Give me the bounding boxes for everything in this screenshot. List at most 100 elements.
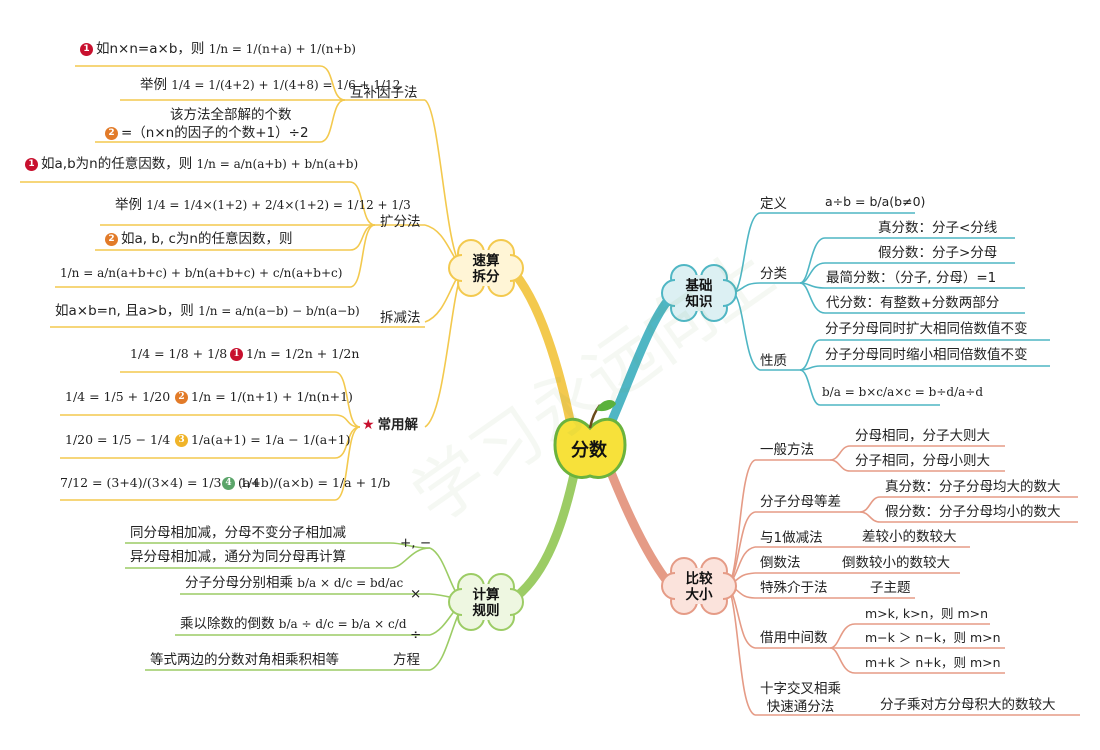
cmp-cross-label-2: 快速通分法 [766,699,835,715]
expand-item-3-text: 如a, b, c为n的任意因数，则 [121,231,293,247]
badge-4: 4 [222,477,235,490]
cmp-eqdiff-item-2: 假分数：分子分母均小的数大 [885,504,1061,520]
calc-div-text: 乘以除数的倒数 [180,616,275,632]
expand-item-4-formula: 1/n = a/n(a+b+c) + b/n(a+b+c) + c/n(a+b+… [60,266,343,280]
badge-1: 1 [25,157,38,171]
cmp-between-item: 子主题 [870,580,911,596]
basic-prop-item-2: 分子分母同时缩小相同倍数值不变 [825,347,1028,363]
node-speed-label: 速算 拆分 [466,253,506,285]
calc-div-label: ÷ [410,627,422,643]
complement-item-1-formula: 1/n = 1/(n+a) + 1/(n+b) [208,42,356,56]
root-label: 分数 [571,440,607,461]
basic-cls-label: 分类 [760,266,787,282]
node-calc-line1: 计算 [472,587,500,603]
subtract-item-1-text: 如a×b=n, 且a>b，则 [55,303,194,319]
expand-item-2-formula: 1/4 = 1/4×(1+2) + 2/4×(1+2) = 1/12 + 1/3 [146,198,411,212]
cmp-recip-label: 倒数法 [760,555,801,571]
sub-expand-label: 扩分法 [380,214,421,230]
apple-icon [553,400,627,479]
cmp-middle-item-3: m+k ＞ n+k，则 m>n [865,655,1001,670]
cmp-recip-item: 倒数较小的数较大 [842,555,950,571]
node-basic-line1: 基础 [685,278,713,294]
basic-cls-item-1: 真分数：分子<分线 [878,220,998,236]
calc-mul-item: 分子分母分别相乘 b/a × d/c = bd/ac [185,574,403,592]
trunk-calc [507,465,580,605]
node-compare-line1: 比较 [685,571,713,587]
subtract-item-1: 如a×b=n, 且a>b，则 1/n = a/n(a−b) − b/n(a−b) [55,302,360,320]
trunk-compare [605,465,675,590]
node-basic-shape [661,264,737,322]
cmp-eqdiff-item-1: 真分数：分子分母均大的数大 [885,479,1061,495]
node-basic-line2: 知识 [685,294,713,310]
trunk-basic [605,293,675,430]
node-compare-line2: 大小 [685,587,713,603]
badge-2: 2 [105,232,118,246]
trunk-speed [505,263,577,435]
badge-2: 2 [105,126,118,140]
common-r3a: 1/20 = 1/5 − 1/4 [65,432,171,447]
badge-2: 2 [175,391,188,404]
common-r4b: 4(a+b)/(a×b) = 1/a + 1/b [222,474,390,492]
cmp-cross-item: 分子乘对方分母积大的数较大 [880,697,1056,713]
complement-item-3: 该方法全部解的个数 2=（n×n的因子的个数+1）÷2 [105,106,309,142]
node-speed-line1: 速算 [472,253,500,269]
node-speed-shape [448,239,524,297]
cmp-cross-label: 十字交叉相乘 快速通分法 [760,680,841,716]
cmp-general-item-2: 分子相同，分母小则大 [855,453,990,469]
expand-item-1-text: 如a,b为n的任意因数，则 [41,156,193,172]
calc-eq-item: 等式两边的分数对角相乘积相等 [150,652,339,668]
calc-div-formula: b/a ÷ d/c = b/a × c/d [278,617,407,631]
calc-add-label: +, − [400,535,432,551]
calc-div-item: 乘以除数的倒数 b/a ÷ d/c = b/a × c/d [180,615,407,633]
calc-add-item-1: 同分母相加减，分母不变分子相加减 [130,525,346,541]
complement-item-2-formula: 1/4 = 1/(4+2) + 1/(4+8) = 1/6 + 1/12 [171,78,401,92]
subtract-item-1-formula: 1/n = a/n(a−b) − b/n(a−b) [198,304,360,318]
sub-common-label: ★常用解 [362,416,418,434]
basic-cls-item-4: 代分数：有整数+分数两部分 [826,295,1000,311]
cmp-eqdiff-label: 分子分母等差 [760,494,841,510]
basic-def-formula: a÷b = b/a(b≠0) [825,194,926,209]
common-r1a: 1/4 = 1/8 + 1/8 [130,346,228,361]
cmp-between-label: 特殊介于法 [760,580,828,596]
expand-item-1-formula: 1/n = a/n(a+b) + b/n(a+b) [196,157,359,171]
basic-prop-label: 性质 [760,353,787,369]
complement-item-1-text: 如n×n=a×b，则 [96,41,205,57]
expand-item-2-text: 举例 [115,197,142,213]
cmp-middle-label: 借用中间数 [760,630,828,646]
basic-prop-formula: b/a = b×c/a×c = b÷d/a÷d [822,385,984,399]
calc-mul-text: 分子分母分别相乘 [185,575,293,591]
cmp-middle-item-2: m−k ＞ n−k，则 m>n [865,630,1001,645]
node-compare-label: 比较 大小 [679,571,719,603]
node-calc-label: 计算 规则 [466,587,506,619]
cmp-minus1-label: 与1做减法 [760,530,823,546]
node-calc-line2: 规则 [472,603,500,619]
badge-3: 3 [175,434,188,447]
complement-item-2-text: 举例 [140,77,167,93]
complement-item-3-line2: =（n×n的因子的个数+1）÷2 [121,125,309,141]
basic-cls-item-2: 假分数：分子>分母 [878,245,998,261]
expand-item-4: 1/n = a/n(a+b+c) + b/n(a+b+c) + c/n(a+b+… [60,264,342,282]
sub-subtract-label: 拆减法 [380,310,421,326]
basic-cls-item-3: 最简分数：（分子, 分母）=1 [826,270,997,286]
node-compare-shape [661,557,737,615]
common-r2a: 1/4 = 1/5 + 1/20 [65,389,171,404]
cmp-general-item-1: 分母相同，分子大则大 [855,428,990,444]
calc-mul-label: × [410,586,422,602]
calc-add-item-2: 异分母相加减，通分为同分母再计算 [130,549,346,565]
complement-item-2: 举例 1/4 = 1/(4+2) + 1/(4+8) = 1/6 + 1/12 [140,76,400,94]
common-r1b-formula: 1/n = 1/2n + 1/2n [246,346,360,361]
expand-item-2: 举例 1/4 = 1/4×(1+2) + 2/4×(1+2) = 1/12 + … [115,196,411,214]
node-calc-shape [448,573,524,631]
sub-common-text: 常用解 [377,417,419,433]
common-r4b-formula: (a+b)/(a×b) = 1/a + 1/b [238,475,391,490]
cmp-cross-label-1: 十字交叉相乘 [760,681,841,697]
sub-complement-label: 互补因子法 [350,85,418,101]
cmp-minus1-item: 差较小的数较大 [862,529,957,545]
node-basic-label: 基础 知识 [679,278,719,310]
